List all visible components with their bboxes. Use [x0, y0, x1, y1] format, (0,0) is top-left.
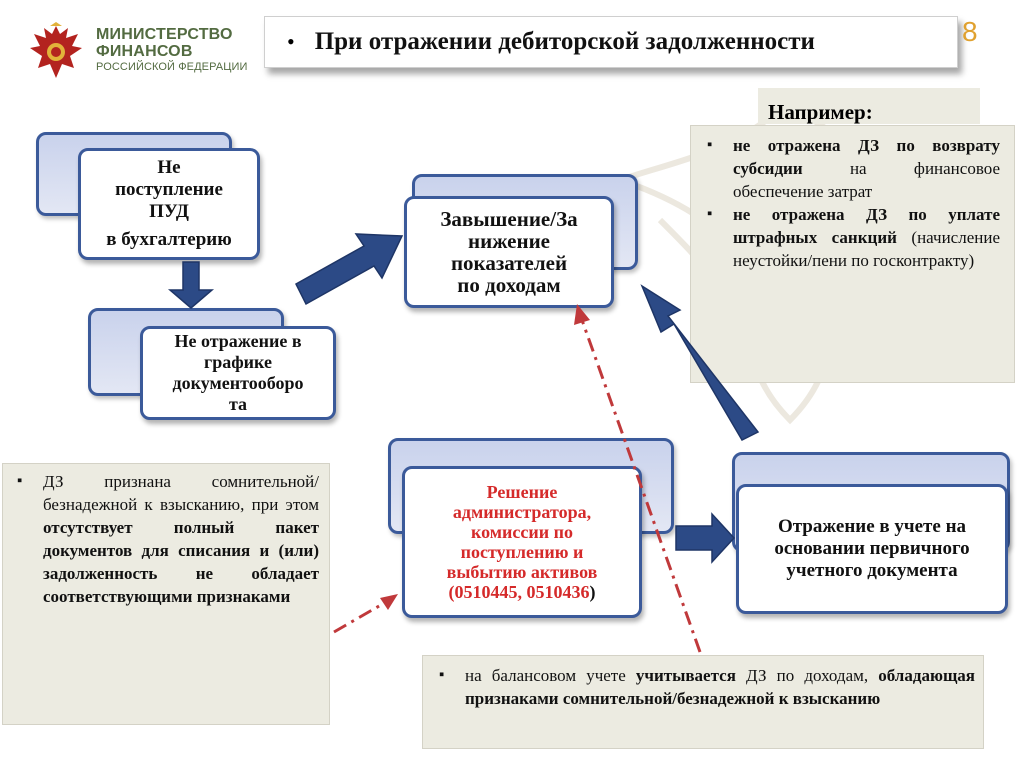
box-no-schedule-line4: та [228, 394, 248, 414]
box-decision-line5: выбытию активов [446, 562, 598, 582]
box-primary-doc-line3: учетного документа [786, 560, 958, 581]
example-item-penalty-bold: не отражена ДЗ по уплате штрафных санкци… [733, 205, 1000, 247]
dash-dot-arrow-up-right-icon [380, 594, 398, 610]
box-primary-doc: Отражение в учете на основании первичног… [736, 484, 1008, 614]
box-indicators-line4: по доходам [457, 273, 561, 297]
arrow-down-icon [167, 261, 215, 309]
box-primary-doc-line1: Отражение в учете на [777, 516, 967, 537]
ministry-logo-text: МИНИСТЕРСТВО ФИНАНСОВ РОССИЙСКОЙ ФЕДЕРАЦ… [96, 26, 286, 75]
bottom-info-bold1: учитывается [635, 666, 736, 685]
box-no-schedule-line2: графике [204, 352, 272, 372]
box-indicators-line3: показателей [450, 251, 568, 275]
example-item-subsidy: не отражена ДЗ по возврату субсидии на ф… [703, 134, 1000, 203]
box-decision-codes: (0510445, 0510436 [448, 582, 590, 602]
page-number: 8 [962, 16, 978, 47]
example-label: Например: [758, 88, 980, 124]
left-info-item: ДЗ признана сомнительной/безнадежной к в… [13, 470, 319, 608]
left-info-bold: отсутствует полный пакет документов для … [43, 518, 319, 606]
box-no-receipt-line2: поступление [115, 179, 223, 200]
bottom-info-text1: на балансовом учете [465, 666, 636, 685]
box-no-schedule-line1: Не отражение в [174, 331, 302, 351]
box-no-schedule-line3: документооборо [172, 373, 304, 393]
box-decision: Решение администратора, комиссии по пост… [402, 466, 642, 618]
arrow-right-icon [675, 512, 736, 564]
example-item-penalty: не отражена ДЗ по уплате штрафных санкци… [703, 203, 1000, 272]
box-no-schedule: Не отражение в графике документооборо та [140, 326, 336, 420]
box-indicators-line2: нижение [468, 229, 550, 253]
dash-dot-arrow-up-right-line [333, 600, 387, 634]
title-bullet: • [287, 29, 295, 54]
box-decision-line4: поступлению и [460, 542, 584, 562]
bottom-info-bold2: обладающая признаками сомнительной/безна… [465, 666, 975, 708]
bottom-info-item: на балансовом учете учитывается ДЗ по до… [435, 664, 975, 710]
ministry-name-line3: РОССИЙСКОЙ ФЕДЕРАЦИИ [96, 61, 248, 73]
left-info-text: ДЗ признана сомнительной/безнадежной к в… [43, 472, 319, 514]
double-headed-eagle-emblem [30, 22, 82, 78]
box-primary-doc-line2: основании первичного [774, 538, 970, 559]
example-item-subsidy-bold: не отражена ДЗ по возврату субсидии [733, 136, 1000, 178]
box-decision-line1: Решение [486, 482, 558, 502]
slide-title-bar: • При отражении дебиторской задолженност… [264, 16, 958, 68]
box-decision-line2: администратора, [452, 502, 592, 522]
box-indicators: Завышение/За нижение показателей по дохо… [404, 196, 614, 308]
left-info-panel: ДЗ признана сомнительной/безнадежной к в… [2, 463, 330, 725]
ministry-name-line2: ФИНАНСОВ [96, 43, 193, 60]
example-panel: не отражена ДЗ по возврату субсидии на ф… [690, 125, 1015, 383]
example-item-penalty-rest: (начисление неустойки/пени по госконтрак… [733, 228, 1000, 270]
box-no-receipt-line1: Не [157, 157, 181, 178]
example-item-subsidy-rest: на финансовое обеспечение затрат [733, 159, 1000, 201]
box-decision-line3: комиссии по [470, 522, 573, 542]
bottom-info-panel: на балансовом учете учитывается ДЗ по до… [422, 655, 984, 749]
box-no-receipt-line3: ПУД [149, 201, 189, 222]
box-decision-paren: ) [589, 582, 596, 602]
box-indicators-line1: Завышение/За [440, 207, 578, 231]
bottom-info-text2: ДЗ по доходам, [735, 666, 879, 685]
box-no-receipt-line4: в бухгалтерию [106, 229, 232, 250]
arrow-up-right-icon [295, 233, 404, 306]
ministry-name-line1: МИНИСТЕРСТВО [96, 26, 233, 43]
slide-title: При отражении дебиторской задолженности [314, 28, 815, 55]
box-no-receipt: Не поступление ПУД в бухгалтерию [78, 148, 260, 260]
